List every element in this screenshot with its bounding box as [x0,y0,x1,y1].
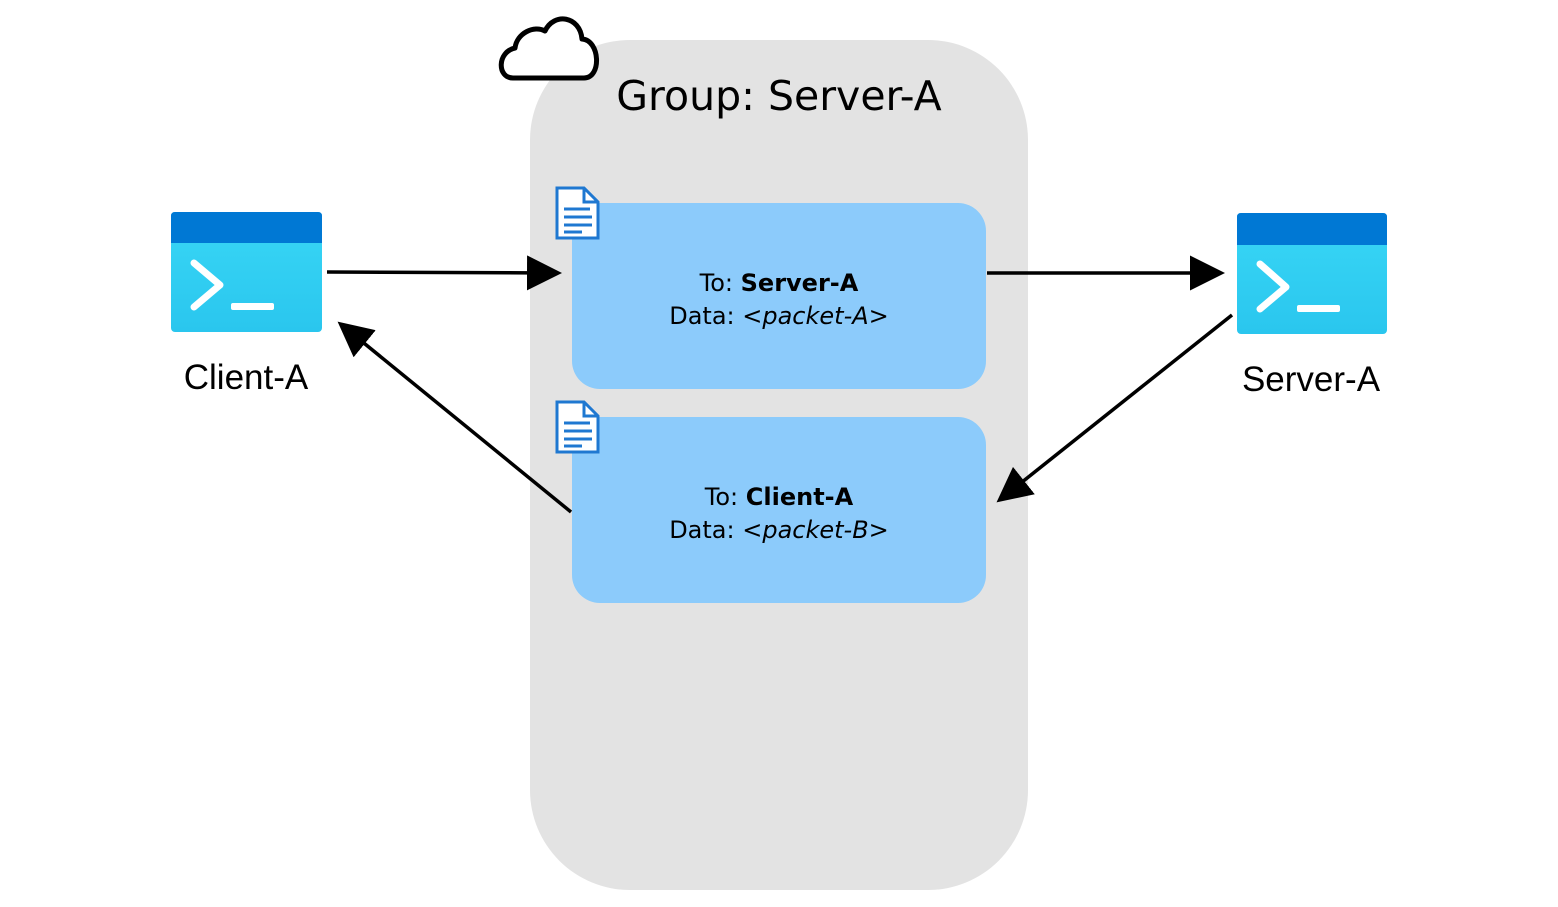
server-label: Server-A [1242,360,1381,399]
message-data-line: Data: <packet-B> [669,516,889,544]
message-to-value: Server-A [741,269,859,297]
message-data-value: <packet-B> [742,516,889,544]
group-title: Group: Server-A [616,72,941,120]
message-to-value: Client-A [746,483,854,511]
message-data-prefix: Data: [669,516,742,544]
message-box [572,203,986,389]
message-to-prefix: To: [704,483,746,511]
arrows [326,255,1234,514]
message-card-2: To: Client-A Data: <packet-B> [555,400,986,603]
message-data-value: <packet-A> [742,302,889,330]
arrow-message-to-client [337,321,573,514]
message-card-1: To: Server-A Data: <packet-A> [555,186,986,389]
arrow-server-to-message [996,313,1234,503]
message-data-prefix: Data: [669,302,742,330]
message-to-prefix: To: [699,269,741,297]
message-to-line: To: Server-A [699,269,859,297]
document-icon [555,400,600,454]
server-node: Server-A [1237,213,1387,399]
document-icon [555,186,600,240]
message-to-line: To: Client-A [704,483,854,511]
client-label: Client-A [184,358,309,397]
cloud-icon [498,16,599,81]
message-box [572,417,986,603]
terminal-icon [1237,213,1387,334]
arrow-client-to-message [326,255,562,291]
terminal-icon [171,212,322,332]
client-node: Client-A [171,212,322,397]
message-data-line: Data: <packet-A> [669,302,889,330]
